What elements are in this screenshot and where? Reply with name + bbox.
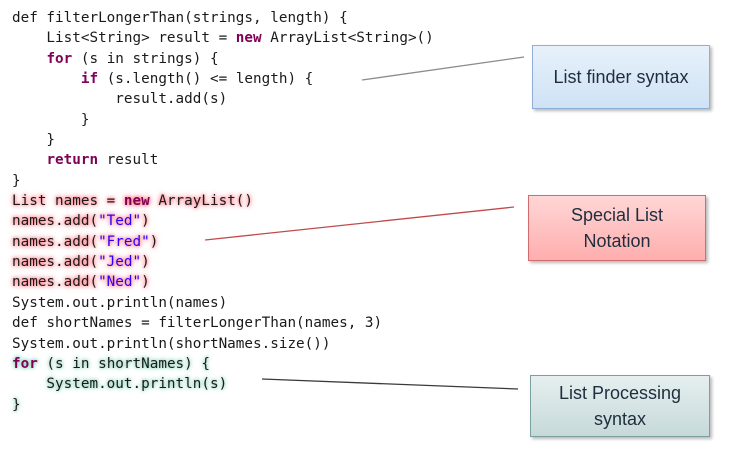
code-line: for (s in shortNames) {	[12, 354, 434, 374]
code-text: def filterLongerThan(strings, length) {	[12, 10, 348, 26]
code-text: (s in shortNames) {	[37, 355, 210, 372]
code-text: def shortNames = filterLongerThan(names,…	[12, 315, 383, 332]
code-line: List<String> result = new ArrayList<Stri…	[12, 28, 434, 48]
code-text: )	[141, 213, 150, 230]
code-string: "Ned"	[98, 274, 142, 291]
code-string: "Jed"	[98, 254, 142, 271]
code-text: )	[149, 233, 159, 250]
code-keyword: for	[12, 355, 38, 372]
callout-list-finder-syntax: List finder syntax	[532, 45, 710, 109]
callout-special-label: Special List Notation	[570, 205, 664, 251]
connector-finder	[361, 56, 525, 81]
code-text: (s.length() <= length) {	[98, 71, 314, 88]
code-text: }	[12, 172, 21, 189]
callout-list-finder-label: List finder syntax	[553, 67, 689, 87]
code-string: "Ted"	[98, 213, 142, 230]
code-text: List names =	[12, 193, 124, 210]
code-text: List<String> result =	[12, 30, 236, 47]
code-text: result.add(s)	[12, 91, 228, 108]
code-line: System.out.println(names)	[12, 293, 434, 313]
code-text: )	[141, 274, 150, 291]
code-keyword: return	[46, 152, 99, 169]
code-line: def filterLongerThan(strings, length) {	[12, 8, 434, 28]
code-text: ArrayList<String>()	[261, 30, 434, 47]
code-line: }	[12, 130, 434, 150]
code-line: if (s.length() <= length) {	[12, 69, 434, 89]
code-listing: def filterLongerThan(strings, length) { …	[12, 8, 434, 415]
code-line: names.add("Fred")	[12, 232, 434, 252]
code-line: names.add("Ted")	[12, 211, 434, 231]
code-line: List names = new ArrayList()	[12, 191, 434, 211]
code-string: "Fred"	[98, 233, 150, 250]
code-line: System.out.println(s)	[12, 374, 434, 394]
callout-list-processing-syntax: List Processing syntax	[530, 375, 710, 437]
code-text: names.add(	[12, 274, 99, 291]
code-keyword: new	[123, 193, 150, 210]
callout-processing-label: List Processing syntax	[558, 383, 682, 429]
code-text: System.out.println(names)	[12, 294, 228, 311]
code-text: (s in strings) {	[72, 50, 219, 67]
code-line: for (s in strings) {	[12, 49, 434, 69]
code-text: ArrayList()	[149, 193, 254, 210]
code-line: result.add(s)	[12, 89, 434, 109]
code-text: }	[12, 111, 90, 128]
code-text: names.add(	[12, 254, 99, 271]
code-text: result	[98, 152, 159, 169]
code-text: )	[141, 254, 150, 271]
code-keyword: if	[80, 71, 99, 88]
code-text: System.out.println(s)	[12, 376, 228, 393]
code-line: def shortNames = filterLongerThan(names,…	[12, 313, 434, 333]
code-line: }	[12, 110, 434, 130]
code-line: }	[12, 171, 434, 191]
code-keyword: new	[235, 30, 262, 47]
code-text: }	[12, 132, 56, 149]
connector-special	[204, 206, 515, 241]
code-text: names.add(	[12, 233, 99, 250]
code-keyword: for	[46, 50, 73, 67]
code-line: names.add("Ned")	[12, 272, 434, 292]
code-line: return result	[12, 150, 434, 170]
code-text: }	[12, 396, 21, 413]
code-line: }	[12, 395, 434, 415]
code-line: names.add("Jed")	[12, 252, 434, 272]
code-text: System.out.println(shortNames.size())	[12, 335, 331, 352]
code-text: names.add(	[12, 213, 99, 230]
code-line: System.out.println(shortNames.size())	[12, 334, 434, 354]
callout-special-list-notation: Special List Notation	[528, 195, 706, 261]
connector-processing	[261, 378, 519, 390]
